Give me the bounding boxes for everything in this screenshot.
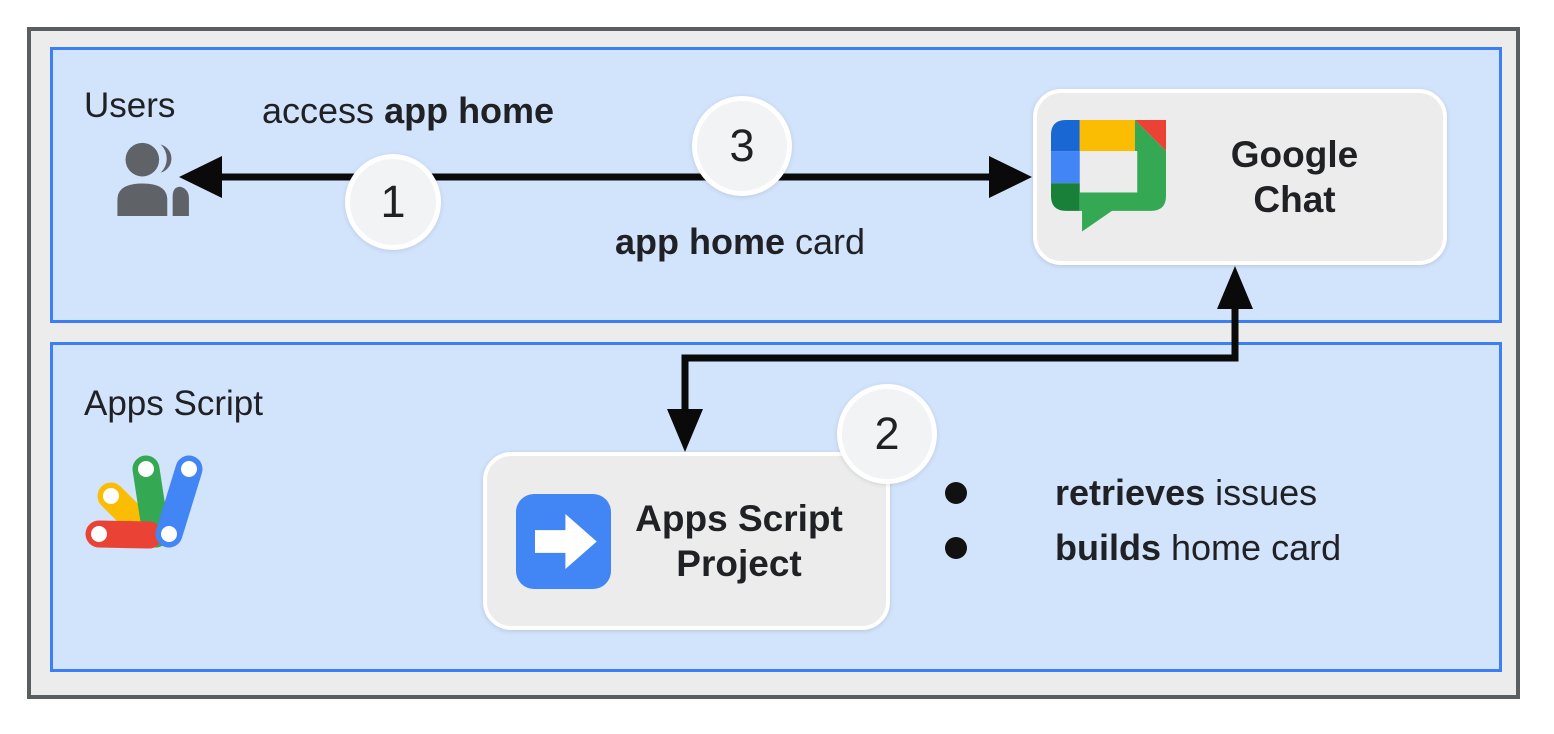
bullet-dot-icon: [945, 481, 967, 504]
bullet-text-builds: builds home card: [1055, 527, 1341, 569]
bullet-dot-icon: [945, 536, 967, 559]
google-chat-node: Google Chat: [1033, 89, 1447, 265]
step-3-number: 3: [729, 120, 755, 171]
step-badge-3: 3: [692, 96, 792, 196]
apps-script-panel-title: Apps Script: [84, 384, 263, 423]
apps-script-project-label-line2: Project: [676, 543, 802, 584]
arrow-label-app-home-card: app home card: [615, 221, 865, 263]
google-chat-icon: [1051, 119, 1166, 232]
apps-script-project-node: Apps Script Project: [483, 452, 890, 630]
users-icon: [117, 142, 189, 216]
users-panel-title: Users: [84, 86, 176, 125]
apps-script-project-icon: [516, 493, 611, 589]
arrow-label-access-app-home: access app home: [262, 90, 554, 132]
arrow-label-access-bold: app home: [384, 90, 555, 131]
google-chat-label-line1: Google: [1230, 134, 1359, 175]
list-item: builds home card: [945, 520, 1341, 575]
step-badge-1: 1: [345, 154, 441, 250]
apps-script-project-label-line1: Apps Script: [635, 498, 843, 539]
bullet-1-bold: retrieves: [1055, 471, 1206, 513]
arrow-label-access-normal: access: [262, 90, 375, 131]
bullet-text-retrieves: retrieves issues: [1055, 472, 1317, 514]
project-actions-list: retrieves issues builds home card: [945, 465, 1341, 575]
arrow-label-card-normal: card: [795, 221, 866, 262]
list-item: retrieves issues: [945, 465, 1341, 520]
bullet-2-normal: home card: [1171, 526, 1342, 568]
step-badge-2: 2: [837, 384, 937, 484]
apps-script-project-label: Apps Script Project: [612, 496, 866, 586]
step-1-number: 1: [380, 176, 406, 227]
bullet-1-normal: issues: [1215, 471, 1318, 513]
apps-script-icon: [85, 455, 203, 549]
google-chat-label-line2: Chat: [1253, 179, 1336, 220]
bullet-2-bold: builds: [1055, 526, 1161, 568]
arrow-label-card-bold: app home: [614, 221, 785, 262]
step-2-number: 2: [874, 408, 900, 459]
google-chat-label: Google Chat: [1166, 132, 1423, 222]
